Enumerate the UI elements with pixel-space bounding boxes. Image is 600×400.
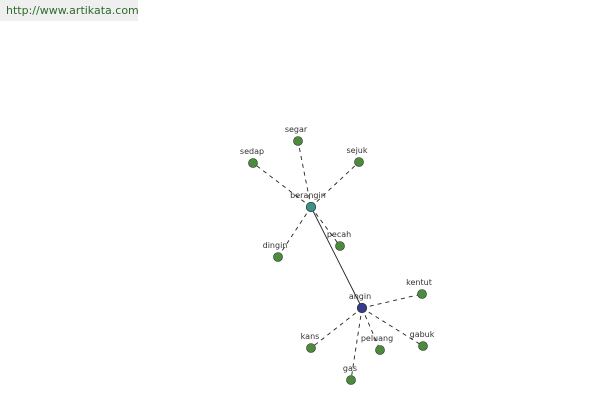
site-url-label: http://www.artikata.com xyxy=(0,0,138,21)
node-label-pecah: pecah xyxy=(327,230,351,239)
node-angin[interactable] xyxy=(356,302,368,314)
edge-berangin-pecah xyxy=(310,206,341,247)
node-label-peluang: peluang xyxy=(361,334,393,343)
node-label-sedap: sedap xyxy=(240,147,264,156)
edges-layer xyxy=(252,140,424,381)
edge-angin-kentut xyxy=(361,293,423,309)
edge-angin-peluang xyxy=(361,307,381,351)
edge-berangin-angin xyxy=(310,206,363,309)
edge-berangin-sedap xyxy=(252,162,312,208)
node-berangin[interactable] xyxy=(305,201,317,213)
node-kentut[interactable] xyxy=(417,289,427,299)
node-label-gabuk: gabuk xyxy=(410,330,435,339)
node-label-kans: kans xyxy=(301,332,320,341)
node-label-segar: segar xyxy=(285,125,308,134)
node-dingin[interactable] xyxy=(273,252,283,262)
node-sejuk[interactable] xyxy=(354,157,364,167)
edge-angin-gabuk xyxy=(361,307,424,347)
node-segar[interactable] xyxy=(293,136,303,146)
node-label-kentut: kentut xyxy=(406,278,432,287)
edge-berangin-segar xyxy=(297,140,312,208)
node-label-berangin: berangin xyxy=(290,191,326,200)
edge-angin-kans xyxy=(310,307,363,349)
node-sedap[interactable] xyxy=(248,158,258,168)
labels-layer: berangin angin segar sedap sejuk dingin pecah k… xyxy=(240,125,435,373)
node-label-sejuk: sejuk xyxy=(346,146,367,155)
nodes-layer xyxy=(248,136,428,385)
node-gabuk[interactable] xyxy=(418,341,428,351)
node-peluang[interactable] xyxy=(375,345,385,355)
node-kans[interactable] xyxy=(306,343,316,353)
node-gas[interactable] xyxy=(346,375,356,385)
node-label-angin: angin xyxy=(349,292,371,301)
node-label-dingin: dingin xyxy=(263,241,288,250)
edge-berangin-sejuk xyxy=(310,161,360,208)
edge-berangin-dingin xyxy=(277,206,312,258)
node-label-gas: gas xyxy=(343,364,357,373)
node-pecah[interactable] xyxy=(335,241,345,251)
